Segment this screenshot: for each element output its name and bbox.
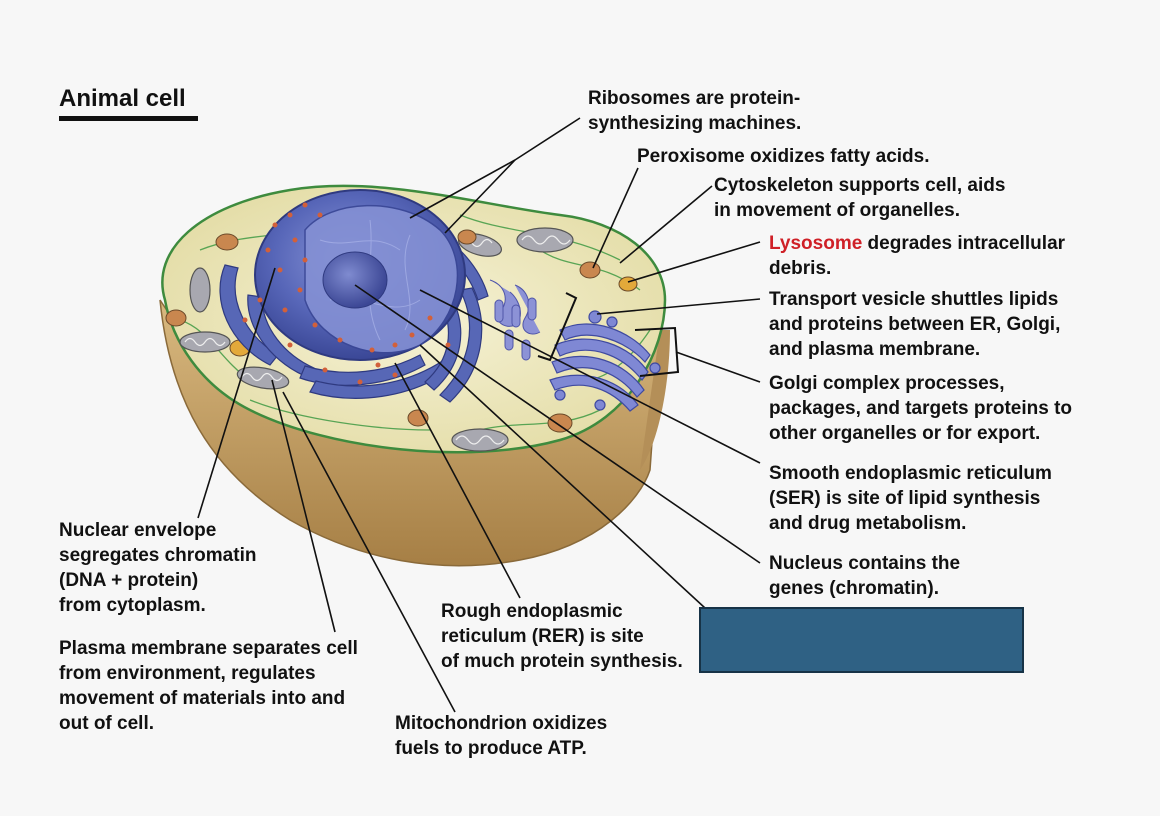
label-lysosome-line1: Lysosome degrades intracellular bbox=[769, 231, 1065, 256]
ribosomes bbox=[242, 202, 451, 385]
label-rer-line1: Rough endoplasmic bbox=[441, 601, 623, 622]
label-plasma-membrane-line4: out of cell. bbox=[59, 713, 154, 734]
label-ser-line2: (SER) is site of lipid synthesis bbox=[769, 488, 1041, 509]
label-ribosomes-line2: synthesizing machines. bbox=[588, 113, 802, 134]
lysosome-term: Lysosome bbox=[769, 233, 863, 254]
label-mitochondrion-line2: fuels to produce ATP. bbox=[395, 738, 587, 759]
label-peroxisome: Peroxisome oxidizes fatty acids. bbox=[637, 144, 930, 169]
label-plasma-membrane-line2: from environment, regulates bbox=[59, 663, 316, 684]
label-ser-line3: and drug metabolism. bbox=[769, 513, 967, 534]
label-nuclear-envelope-line3: (DNA + protein) bbox=[59, 570, 199, 591]
label-cytoskeleton-line2: in movement of organelles. bbox=[714, 200, 960, 221]
title-underline bbox=[59, 116, 198, 121]
label-nuclear-envelope-line1: Nuclear envelope bbox=[59, 520, 217, 541]
label-transport-vesicle: Transport vesicle shuttles lipids and pr… bbox=[769, 287, 1060, 362]
label-rer-line3: of much protein synthesis. bbox=[441, 651, 683, 672]
label-golgi-line2: packages, and targets proteins to bbox=[769, 398, 1073, 419]
label-golgi: Golgi complex processes, packages, and t… bbox=[769, 371, 1072, 446]
label-mitochondrion-line1: Mitochondrion oxidizes bbox=[395, 713, 608, 734]
label-plasma-membrane: Plasma membrane separates cell from envi… bbox=[59, 636, 358, 736]
label-plasma-membrane-line1: Plasma membrane separates cell bbox=[59, 638, 358, 659]
label-mitochondrion: Mitochondrion oxidizes fuels to produce … bbox=[395, 711, 607, 761]
label-ser-line1: Smooth endoplasmic reticulum bbox=[769, 463, 1052, 484]
cell-body-right-wall bbox=[640, 330, 670, 470]
hidden-label-box bbox=[699, 607, 1024, 673]
label-nucleus-line2: genes (chromatin). bbox=[769, 578, 939, 599]
label-lysosome-rest: degrades intracellular bbox=[862, 233, 1066, 254]
nucleolus bbox=[322, 251, 388, 309]
label-transport-vesicle-line2: and proteins between ER, Golgi, bbox=[769, 314, 1061, 335]
label-nucleus: Nucleus contains the genes (chromatin). bbox=[769, 551, 960, 601]
label-golgi-line3: other organelles or for export. bbox=[769, 423, 1041, 444]
label-ribosomes-line1: Ribosomes are protein- bbox=[588, 88, 801, 109]
label-ser: Smooth endoplasmic reticulum (SER) is si… bbox=[769, 461, 1052, 536]
label-nuclear-envelope: Nuclear envelope segregates chromatin (D… bbox=[59, 518, 256, 618]
label-nuclear-envelope-line2: segregates chromatin bbox=[59, 545, 257, 566]
leader-lines bbox=[197, 117, 761, 713]
label-transport-vesicle-line1: Transport vesicle shuttles lipids bbox=[769, 289, 1059, 310]
label-rer-line2: reticulum (RER) is site bbox=[441, 626, 644, 647]
label-rer: Rough endoplasmic reticulum (RER) is sit… bbox=[441, 599, 683, 674]
label-golgi-line1: Golgi complex processes, bbox=[769, 373, 1005, 394]
label-nuclear-envelope-line4: from cytoplasm. bbox=[59, 595, 206, 616]
label-cytoskeleton: Cytoskeleton supports cell, aids in move… bbox=[714, 173, 1005, 223]
label-nucleus-line1: Nucleus contains the bbox=[769, 553, 961, 574]
label-transport-vesicle-line3: and plasma membrane. bbox=[769, 339, 981, 360]
label-plasma-membrane-line3: movement of materials into and bbox=[59, 688, 346, 709]
page-title: Animal cell bbox=[59, 85, 186, 112]
label-lysosome: Lysosome degrades intracellular debris. bbox=[769, 231, 1065, 281]
label-peroxisome-line1: Peroxisome oxidizes fatty acids. bbox=[637, 146, 930, 167]
label-ribosomes: Ribosomes are protein- synthesizing mach… bbox=[588, 86, 801, 136]
bracket-markers bbox=[537, 292, 680, 377]
label-cytoskeleton-line1: Cytoskeleton supports cell, aids bbox=[714, 175, 1006, 196]
smooth-er bbox=[489, 279, 541, 361]
label-lysosome-line2: debris. bbox=[769, 258, 832, 279]
